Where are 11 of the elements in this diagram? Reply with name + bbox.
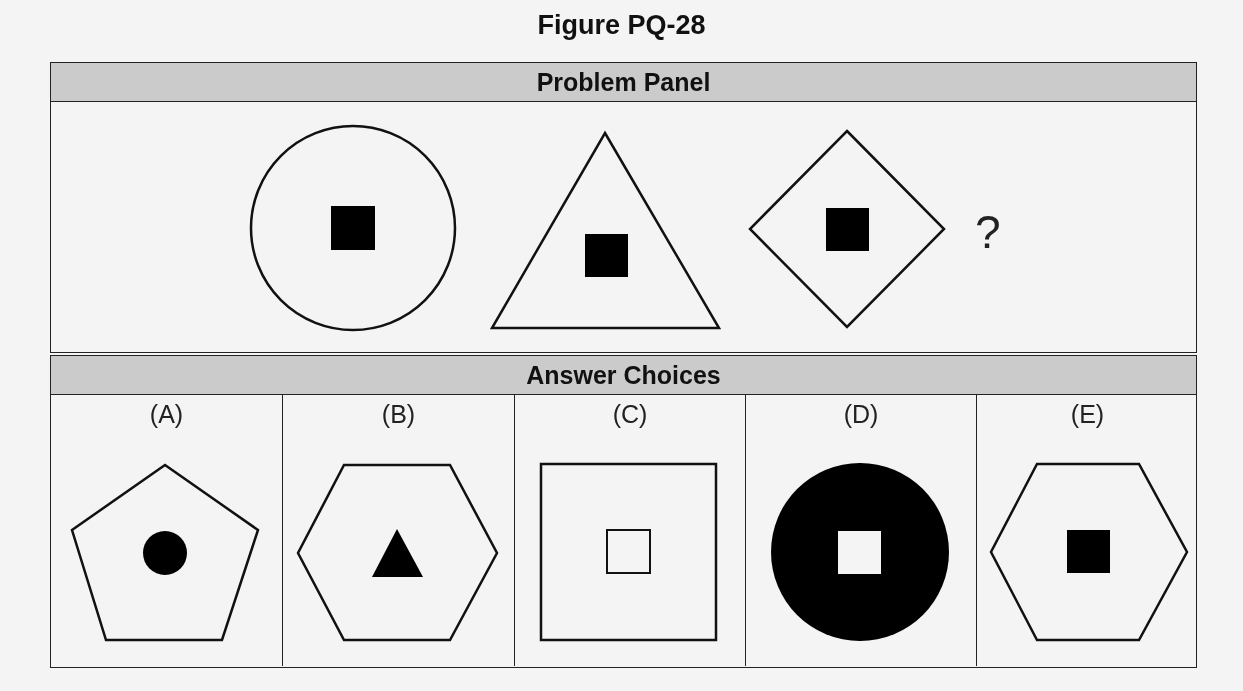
figure-title: Figure PQ-28 — [536, 10, 707, 41]
choice-letter: (E) — [1069, 400, 1106, 429]
panel — [50, 62, 1197, 353]
panel-heading: Answer Choices — [51, 356, 1196, 395]
choice-letter: (A) — [148, 400, 185, 429]
choice-letter: (D) — [842, 400, 880, 429]
choice-letter: (C) — [611, 400, 649, 429]
question-mark: ? — [975, 205, 1001, 259]
choice-letter: (B) — [380, 400, 417, 429]
panel-heading: Problem Panel — [51, 63, 1196, 102]
panel — [50, 355, 1197, 668]
